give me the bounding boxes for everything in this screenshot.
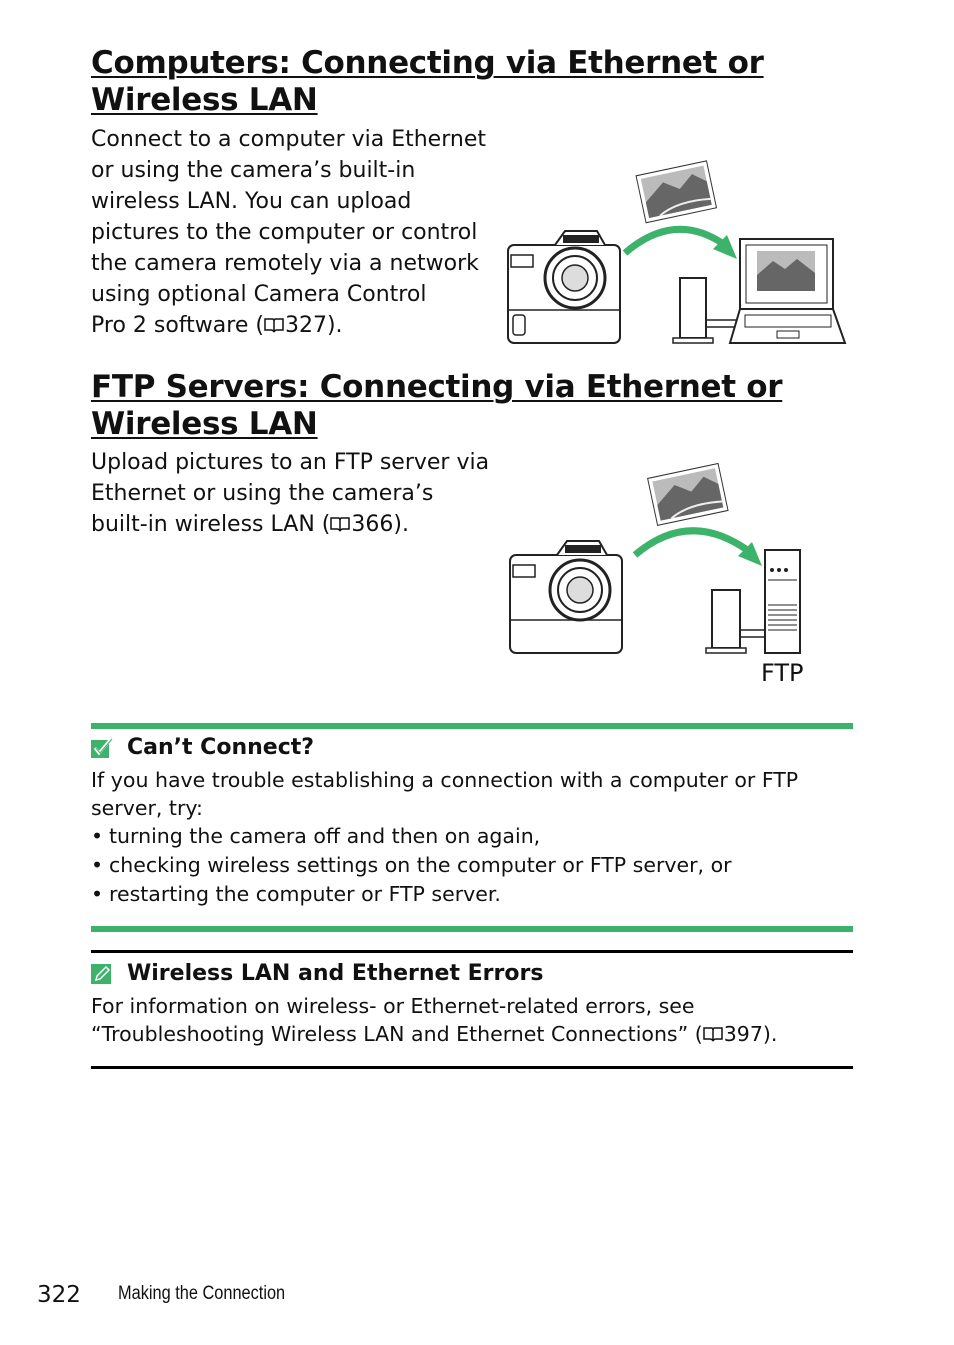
note-bottom-rule [91, 926, 853, 932]
section-body-computers: Connect to a computer via Ethernet or us… [91, 127, 486, 338]
book-icon [264, 318, 284, 333]
camera-to-ftp-illustration [509, 462, 801, 654]
server-icon [764, 549, 801, 654]
page-number: 322 [37, 1282, 81, 1308]
page-reference-link[interactable]: 366 [351, 512, 394, 537]
note2-top-rule [91, 950, 853, 953]
note-title-cant-connect: Can’t Connect? [91, 733, 314, 763]
troubleshooting-list: turning the camera off and then on again… [91, 822, 732, 909]
camera-to-computer-illustration [507, 160, 847, 344]
router-icon [672, 277, 740, 344]
arrow-icon [632, 527, 753, 558]
section-title-ftp: FTP Servers: Connecting via Ethernet or … [91, 369, 783, 442]
list-item: restarting the computer or FTP server. [91, 880, 732, 909]
list-item: turning the camera off and then on again… [91, 822, 732, 851]
router-icon [705, 589, 765, 654]
pencil-icon [91, 964, 111, 984]
book-icon [703, 1027, 723, 1042]
note-text-errors: For information on wireless- or Ethernet… [91, 994, 778, 1046]
section-title-computers: Computers: Connecting via Ethernet or Wi… [91, 45, 764, 118]
arrow-icon [622, 225, 728, 256]
page-reference-link[interactable]: 397 [723, 1022, 763, 1046]
list-item: checking wireless settings on the comput… [91, 851, 732, 880]
camera-icon [507, 230, 621, 344]
page-reference-link[interactable]: 327 [284, 313, 327, 338]
photo-icon [635, 160, 718, 224]
note-text-cant-connect: If you have trouble establishing a conne… [91, 768, 799, 820]
camera-icon [509, 540, 623, 654]
running-title: Making the Connection [118, 1283, 286, 1304]
note-title-errors: Wireless LAN and Ethernet Errors [91, 959, 543, 989]
book-icon [330, 517, 351, 532]
checkmark-icon [91, 738, 113, 758]
ftp-server-label: FTP [761, 659, 804, 687]
laptop-icon [728, 238, 847, 344]
note-top-rule [91, 723, 853, 729]
section-body-ftp: Upload pictures to an FTP server via Eth… [91, 450, 490, 537]
note2-bottom-rule [91, 1066, 853, 1069]
photo-icon [647, 462, 729, 526]
